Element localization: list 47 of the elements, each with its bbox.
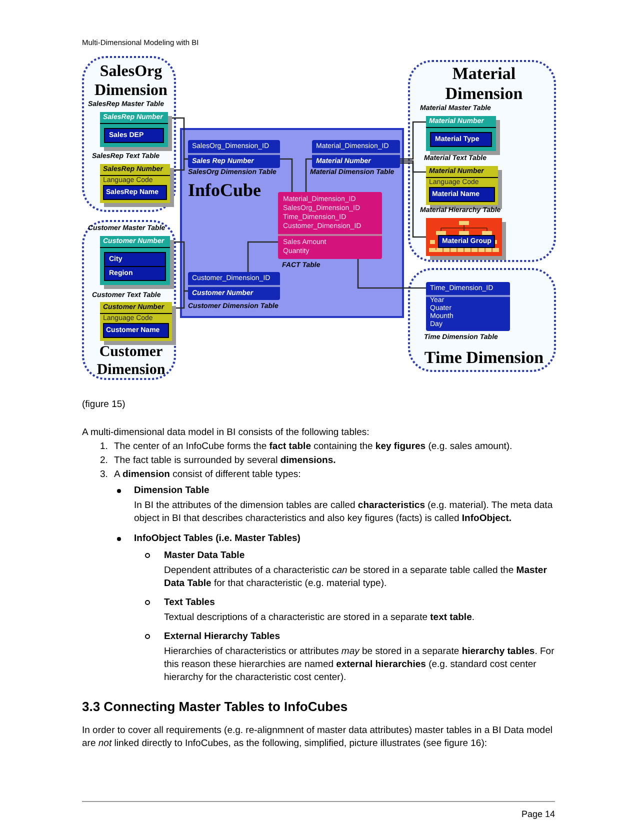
dimension-region [408, 60, 556, 262]
cube-area [180, 128, 404, 318]
connector-line [357, 259, 426, 289]
body-text: 3. [100, 468, 108, 481]
dimension-region [408, 268, 556, 372]
connector-line [247, 241, 278, 272]
master-table [100, 236, 170, 285]
body-text: In order to cover all requirements (e.g. re-alignmnent of master data attributes) master tables in a BI Data model are not linked directly to InfoCubes, as the following, simplified, picture illustrates (see figure 16): [82, 724, 554, 750]
body-text: Text Tables [164, 596, 215, 609]
connector-line [400, 162, 426, 238]
body-text: The fact table is surrounded by several dimensions. [114, 454, 337, 467]
dimension-region [82, 220, 176, 380]
dimension-table [426, 282, 510, 331]
body-text: Textual descriptions of a characteristic are stored in a separate text table. [164, 611, 476, 624]
body-text: A multi-dimensional data model in BI consists of the following tables: [82, 426, 370, 439]
body-text: 1. [100, 440, 108, 453]
section-heading: 3.3 Connecting Master Tables to InfoCubes [82, 700, 348, 713]
dimension-table [188, 140, 280, 168]
body-text: 2. [100, 454, 108, 467]
body-text: Master Data Table [164, 549, 245, 562]
dimension-region [82, 56, 176, 212]
body-text: A dimension consist of different table types: [114, 468, 302, 481]
region-title: Customer Dimension [96, 343, 166, 379]
master-table [426, 116, 496, 151]
body-text: External Hierarchy Tables [164, 630, 280, 643]
body-text: Dependent attributes of a characteristic can be stored in a separate table called the Master Data Table for that characteristic (e.g. material type). [164, 564, 548, 590]
body-text: Dimension Table [134, 484, 210, 497]
text-table [100, 302, 172, 341]
region-title: Time Dimension [423, 348, 545, 368]
text-table [100, 164, 170, 203]
figure-caption: (figure 15) [82, 398, 126, 411]
region-title: Material Dimension [444, 64, 524, 104]
body-text: The center of an InfoCube forms the fact table containing the key figures (e.g. sales amount). [114, 440, 514, 453]
connector-line [305, 158, 312, 192]
connector-line [400, 160, 426, 173]
dimension-table [312, 140, 400, 168]
connector-line [400, 121, 426, 160]
connector-line [280, 158, 293, 192]
text-table [426, 166, 498, 205]
master-table [100, 112, 168, 147]
body-text: InfoObject Tables (i.e. Master Tables) [134, 532, 300, 545]
page-number: Page 14 [520, 808, 555, 821]
dimension-table [188, 272, 280, 300]
body-text: Hierarchies of characteristics or attributes may be stored in a separate hierarchy tables. For this reason these hierarchies are named external hierarchies (e.g. standard cost center hierarchy for the characteristic cost center). [164, 645, 555, 684]
region-title: SalesOrg Dimension [94, 62, 168, 100]
body-text: In BI the attributes of the dimension tables are called characteristics (e.g. material). The meta data object in BI that describes characteristics and also key figures (facts) is called InfoObject. [134, 499, 554, 525]
fact-table [278, 192, 382, 259]
